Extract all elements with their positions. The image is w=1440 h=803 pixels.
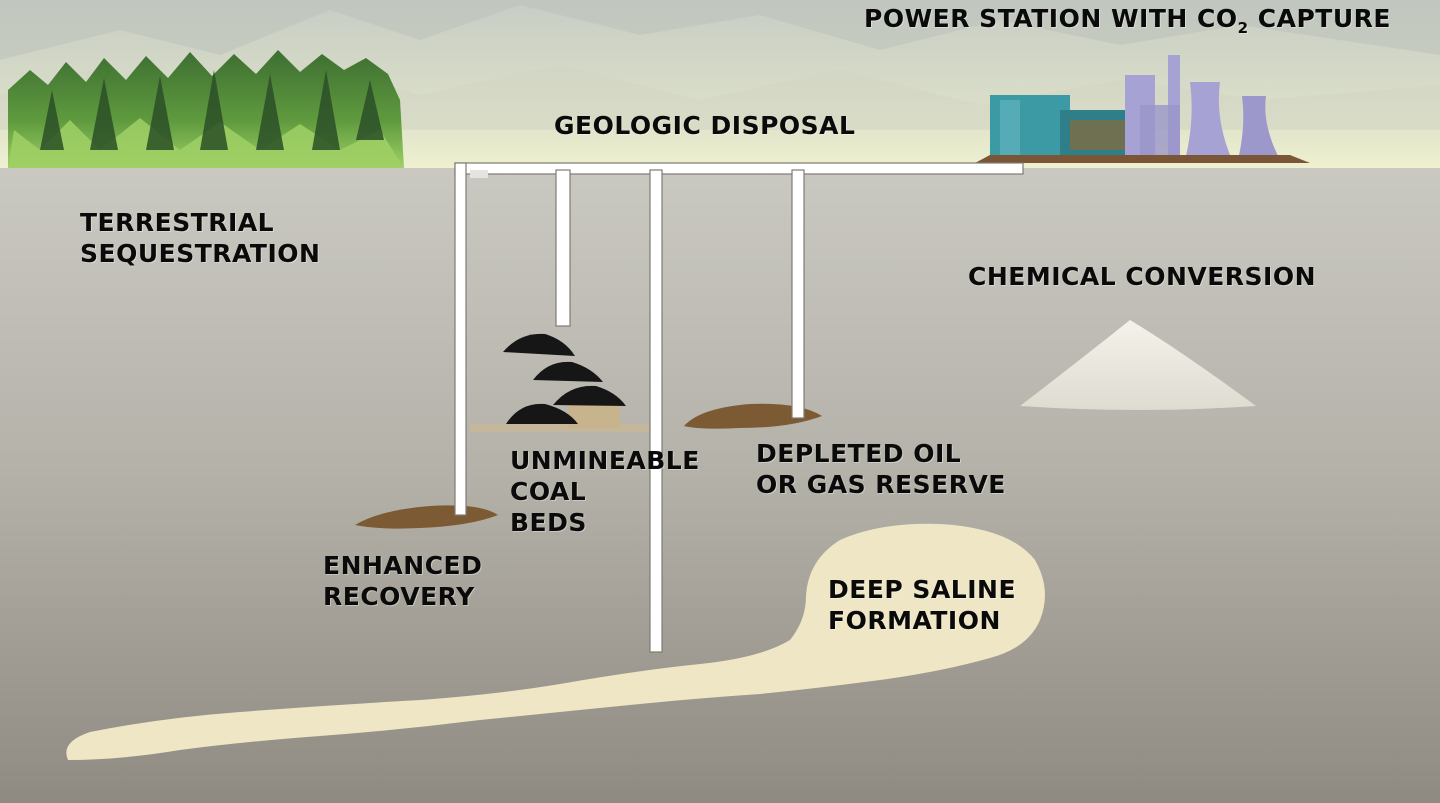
oil-gas-deposit bbox=[684, 403, 822, 429]
depleted-line-2: OR GAS RESERVE bbox=[756, 470, 1006, 499]
coal-beds bbox=[470, 333, 660, 432]
power-station-label-main: POWER STATION WITH CO bbox=[864, 4, 1238, 33]
unmineable-coal-beds-label: UNMINEABLE COAL BEDS bbox=[510, 445, 700, 538]
terrestrial-sequestration-label: TERRESTRIAL SEQUESTRATION bbox=[80, 207, 320, 269]
underground bbox=[0, 168, 1440, 803]
power-station-label-subscript: 2 bbox=[1237, 19, 1249, 37]
power-station bbox=[975, 55, 1310, 163]
unmineable-line-1: UNMINEABLE bbox=[510, 446, 700, 475]
chemical-pile bbox=[1020, 320, 1256, 410]
saline-line-2: FORMATION bbox=[828, 606, 1001, 635]
saline-line-1: DEEP SALINE bbox=[828, 575, 1017, 604]
enhanced-line-1: ENHANCED bbox=[323, 551, 483, 580]
chemical-conversion-label: CHEMICAL CONVERSION bbox=[968, 262, 1317, 291]
unmineable-line-3: BEDS bbox=[510, 508, 587, 537]
injection-pipes bbox=[454, 162, 1024, 653]
deep-saline-formation-label: DEEP SALINE FORMATION bbox=[828, 574, 1016, 636]
mountain-relief bbox=[0, 0, 1440, 60]
depleted-line-1: DEPLETED OIL bbox=[756, 439, 962, 468]
forest bbox=[8, 50, 404, 168]
terrestrial-line-2: SEQUESTRATION bbox=[80, 239, 321, 268]
terrestrial-line-1: TERRESTRIAL bbox=[80, 208, 275, 237]
enhanced-recovery-label: ENHANCED RECOVERY bbox=[323, 550, 482, 612]
power-station-label-tail: CAPTURE bbox=[1248, 4, 1391, 33]
unmineable-line-2: COAL bbox=[510, 477, 587, 506]
power-station-label: POWER STATION WITH CO2 CAPTURE bbox=[864, 3, 1391, 38]
deep-saline-formation bbox=[66, 523, 1045, 760]
depleted-oil-gas-label: DEPLETED OIL OR GAS RESERVE bbox=[756, 438, 1006, 500]
enhanced-line-2: RECOVERY bbox=[323, 582, 475, 611]
geologic-disposal-label: GEOLOGIC DISPOSAL bbox=[554, 111, 856, 140]
